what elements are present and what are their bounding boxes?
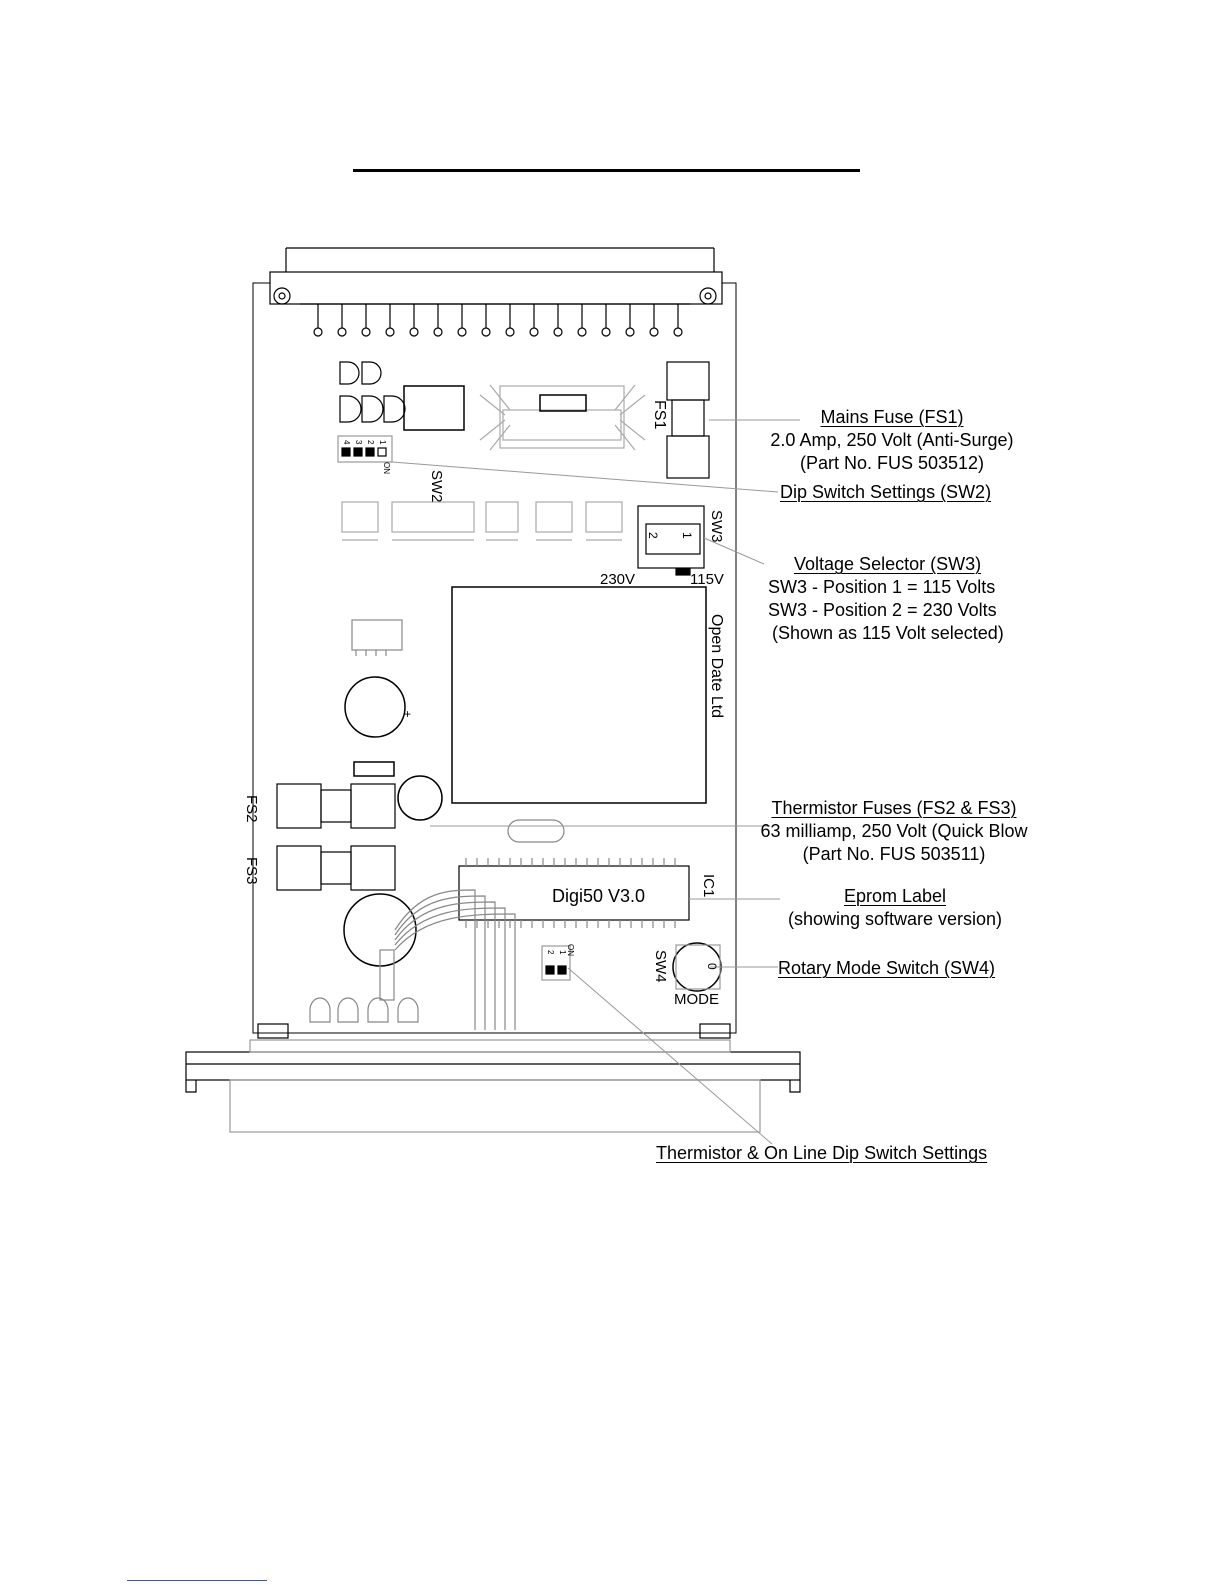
rotary-switch-annotation: Rotary Mode Switch (SW4) <box>778 957 995 980</box>
switch-number: 4 <box>342 440 351 445</box>
connector-pin-pad <box>577 327 587 337</box>
sw3-label: SW3 <box>708 510 725 543</box>
transistors <box>309 997 419 1023</box>
sw2-dip-switch <box>337 435 393 463</box>
capacitor-large <box>344 676 406 738</box>
v115-label: 115V <box>690 571 724 588</box>
sw2-on-label: ON <box>382 462 391 474</box>
connector-pin-pad <box>553 327 563 337</box>
relay-component <box>403 385 465 431</box>
thermistor-fuses-part: (Part No. FUS 503511) <box>802 844 986 864</box>
fs3-label: FS3 <box>243 857 260 885</box>
fs3-fuse <box>276 845 396 891</box>
online-dip-switch <box>541 945 571 981</box>
switch-number: 3 <box>354 440 363 445</box>
ribbon-wires <box>379 889 516 1030</box>
thermistor-fuses-rating: 63 milliamp, 250 Volt (Quick Blow <box>760 821 1028 841</box>
online-switch-on-label: ON <box>566 944 575 956</box>
rotary-position-label: 0 <box>705 963 719 970</box>
leader-lines <box>391 419 800 1145</box>
led-components <box>339 361 406 423</box>
online-switch-numbers: 12 <box>546 950 567 955</box>
mains-fuse-annotation: Mains Fuse (FS1) 2.0 Amp, 250 Volt (Anti… <box>752 406 1032 475</box>
thermistor-fuses-annotation: Thermistor Fuses (FS2 & FS3) 63 milliamp… <box>744 797 1044 866</box>
connector-pin-pad <box>529 327 539 337</box>
sw3-voltage-selector <box>637 505 705 576</box>
main-module <box>451 586 707 804</box>
connector-pin-pad <box>313 327 323 337</box>
front-panel <box>185 1023 801 1133</box>
thermistor-online-title: Thermistor & On Line Dip Switch Settings <box>656 1143 988 1163</box>
fs1-label: FS1 <box>651 400 668 429</box>
mains-fuse-part: (Part No. FUS 503512) <box>799 453 985 473</box>
connector-pin-pad <box>361 327 371 337</box>
footer-link-underline <box>127 1580 267 1581</box>
title-underline <box>353 169 860 172</box>
heatsink <box>479 384 646 451</box>
small-ic <box>351 619 403 656</box>
v230-label: 230V <box>600 571 635 588</box>
connector-pin-pad <box>505 327 515 337</box>
connector-pin-pad <box>601 327 611 337</box>
sw3-pos2-label: 2 <box>646 532 660 539</box>
sw2-label: SW2 <box>428 470 445 503</box>
regulator-component <box>539 394 587 412</box>
connector-pin-pad <box>385 327 395 337</box>
voltage-selector-title: Voltage Selector (SW3) <box>794 554 982 574</box>
connector-pin-pad <box>457 327 467 337</box>
capacitor-small <box>397 775 443 821</box>
mains-fuse-title: Mains Fuse (FS1) <box>820 407 964 427</box>
eprom-annotation: Eprom Label (showing software version) <box>770 885 1020 931</box>
connector-pin-pad <box>433 327 443 337</box>
connector-pin-pad <box>337 327 347 337</box>
crystal <box>507 819 565 843</box>
dip-switch-title: Dip Switch Settings (SW2) <box>780 482 992 502</box>
connector-pin-pad <box>409 327 419 337</box>
eprom-version-label: Digi50 V3.0 <box>552 886 645 906</box>
mode-label: MODE <box>674 991 719 1008</box>
small-component <box>353 761 395 777</box>
eprom-title: Eprom Label <box>843 886 947 906</box>
connector-pin-pad <box>673 327 683 337</box>
thermistor-online-annotation: Thermistor & On Line Dip Switch Settings <box>656 1142 987 1165</box>
connector-pins <box>313 304 683 337</box>
ic-row <box>341 501 623 541</box>
fs2-label: FS2 <box>243 795 260 823</box>
rotary-switch-title: Rotary Mode Switch (SW4) <box>778 958 996 978</box>
connector-pin-pad <box>481 327 491 337</box>
top-connector <box>269 247 723 305</box>
switch-number: 2 <box>546 950 555 955</box>
switch-number: 2 <box>366 440 375 445</box>
thermistor-fuses-title: Thermistor Fuses (FS2 & FS3) <box>771 798 1017 818</box>
ic1-eprom <box>458 858 690 928</box>
connector-pin-pad <box>625 327 635 337</box>
switch-number: 1 <box>378 440 387 445</box>
dip-switch-annotation: Dip Switch Settings (SW2) <box>780 481 991 504</box>
eprom-note: (showing software version) <box>787 909 1003 929</box>
maker-label: Open Date Ltd <box>708 614 725 718</box>
connector-pin-pad <box>649 327 659 337</box>
switch-number: 1 <box>558 950 567 955</box>
voltage-selector-annotation: Voltage Selector (SW3) SW3 - Position 1 … <box>768 553 1004 645</box>
mains-fuse-rating: 2.0 Amp, 250 Volt (Anti-Surge) <box>770 430 1014 450</box>
svg-text:+: + <box>404 707 411 721</box>
sw3-pos1-label: 1 <box>680 532 694 539</box>
voltage-selector-pos1: SW3 - Position 1 = 115 Volts <box>768 577 996 597</box>
ic1-label: IC1 <box>700 874 717 897</box>
fs1-fuse <box>666 361 710 479</box>
voltage-selector-pos2: SW3 - Position 2 = 230 Volts <box>768 600 997 620</box>
voltage-selector-note: (Shown as 115 Volt selected) <box>772 623 1004 643</box>
sw4-label: SW4 <box>652 950 669 983</box>
fs2-fuse <box>276 783 396 829</box>
